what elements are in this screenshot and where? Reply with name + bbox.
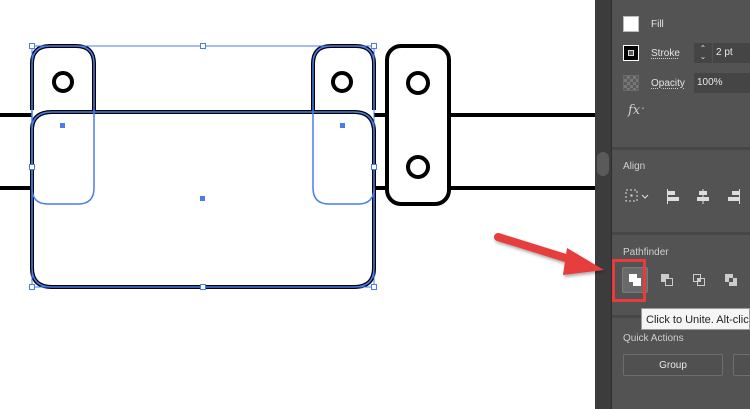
fill-swatch[interactable]: [623, 16, 639, 32]
stroke-swatch[interactable]: [623, 45, 639, 61]
chevron-up-icon[interactable]: ⌃: [699, 44, 707, 53]
exclude-icon: [725, 274, 737, 286]
unite-highlight-box: [612, 259, 646, 302]
align-to-selection-dropdown[interactable]: [624, 185, 654, 207]
stroke-weight-input[interactable]: 2 pt: [713, 43, 750, 63]
artboard-canvas[interactable]: [0, 0, 595, 409]
pathfinder-title: Pathfinder: [623, 247, 669, 258]
panel-scrollbar-thumb[interactable]: [597, 152, 609, 176]
quick-action-button-2[interactable]: [733, 354, 750, 376]
align-right-icon: [728, 189, 740, 204]
fill-row[interactable]: Fill: [623, 15, 664, 33]
properties-panel: Fill Stroke ⌃ ⌄ 2 pt Opacity 100% fxˇ Al…: [612, 0, 750, 409]
pathfinder-minus-front-button[interactable]: [654, 267, 680, 293]
align-left-icon: [667, 189, 679, 204]
minus-front-icon: [661, 274, 673, 286]
opacity-input[interactable]: 100%: [694, 73, 750, 93]
fx-effects-button[interactable]: fxˇ: [628, 103, 645, 118]
horizontal-align-left-button[interactable]: [662, 185, 684, 207]
section-divider: [612, 232, 750, 235]
section-divider: [612, 147, 750, 150]
horizontal-align-right-button[interactable]: [722, 185, 744, 207]
intersect-icon: [693, 274, 705, 286]
appearance-section: Fill Stroke ⌃ ⌄ 2 pt Opacity 100% fxˇ: [612, 0, 750, 155]
opacity-row[interactable]: Opacity: [623, 74, 685, 92]
horizontal-align-center-button[interactable]: [692, 185, 714, 207]
pathfinder-intersect-button[interactable]: [686, 267, 712, 293]
align-to-selection-icon: [625, 189, 649, 202]
unite-icon: [629, 274, 641, 286]
align-center-icon: [697, 189, 709, 204]
group-button[interactable]: Group: [623, 354, 723, 376]
panel-scroll-gutter: [595, 0, 612, 409]
pathfinder-exclude-button[interactable]: [718, 267, 744, 293]
unite-tooltip: Click to Unite. Alt-click to create comp…: [641, 308, 750, 330]
quick-actions-title: Quick Actions: [623, 333, 684, 344]
stroke-row[interactable]: Stroke: [623, 44, 680, 62]
stroke-label[interactable]: Stroke: [651, 47, 680, 59]
opacity-label[interactable]: Opacity: [651, 77, 685, 89]
stroke-weight-stepper[interactable]: ⌃ ⌄: [694, 43, 712, 63]
opacity-swatch[interactable]: [623, 75, 639, 91]
fill-label: Fill: [651, 18, 664, 30]
align-title: Align: [623, 161, 646, 172]
artwork: [0, 43, 595, 290]
chevron-down-icon[interactable]: ⌄: [699, 52, 707, 61]
